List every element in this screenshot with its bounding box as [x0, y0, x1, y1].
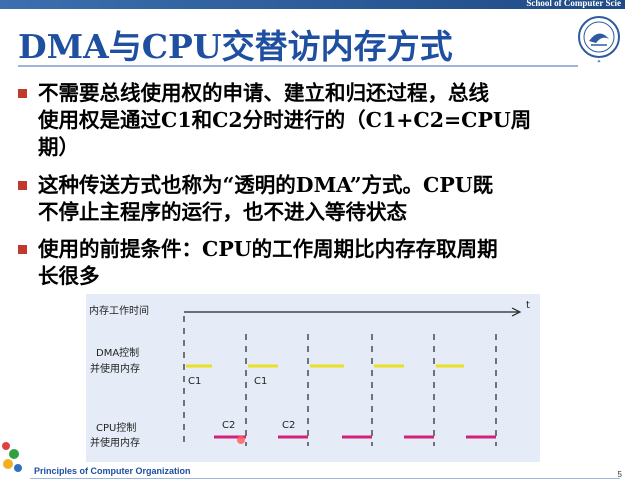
cpu-row-label: 并使用内存: [90, 436, 140, 449]
course-name: Principles of Computer Organization: [34, 466, 191, 476]
title-underline: [18, 65, 578, 67]
bullet-line: 这种传送方式也称为“透明的DMA”方式。CPU既: [38, 173, 494, 197]
bullet-line: 使用权是通过C1和C2分时进行的（C1+C2=CPU周: [38, 108, 532, 132]
dma-row-label: 并使用内存: [90, 362, 140, 375]
page-number: 5: [617, 470, 622, 479]
bullet-square-icon: [18, 245, 27, 254]
university-logo-icon: ✦: [578, 16, 620, 65]
school-name: School of Computer Scie: [526, 0, 621, 8]
bullet-line: 长很多: [38, 264, 100, 288]
c2-label: C2: [282, 420, 295, 431]
bullet-line: 使用的前提条件：CPU的工作周期比内存存取周期: [38, 237, 498, 261]
bullet-line: 期）: [38, 135, 79, 159]
timing-diagram-svg: 内存工作时间 t DMA控制 并使用内存 CPU控制 并使用内存 C1 C1: [89, 300, 530, 449]
footer-rule: [30, 478, 620, 479]
svg-text:✦: ✦: [597, 59, 601, 65]
cursor-pointer-icon: [237, 436, 245, 444]
corner-decoration-icon: [2, 442, 22, 472]
axis-label: 内存工作时间: [89, 304, 149, 317]
timing-diagram: 内存工作时间 t DMA控制 并使用内存 CPU控制 并使用内存 C1 C1: [86, 294, 540, 462]
bullet-line: 不需要总线使用权的申请、建立和归还过程，总线: [38, 81, 489, 105]
slide-title: DMA与CPU交替访内存方式: [18, 27, 453, 66]
dma-row-label: DMA控制: [96, 346, 139, 359]
bullet-square-icon: [18, 181, 27, 190]
bullet-square-icon: [18, 89, 27, 98]
bullet-line: 不停止主程序的运行，也不进入等待状态: [38, 200, 407, 224]
c1-label: C1: [188, 376, 201, 387]
cycle-boundaries: [183, 316, 497, 446]
time-axis-arrow-icon: [511, 307, 522, 317]
c2-label: C2: [222, 420, 235, 431]
axis-end-label: t: [526, 300, 530, 311]
c1-label: C1: [254, 376, 267, 387]
top-bar: [0, 0, 625, 9]
cpu-row-label: CPU控制: [96, 421, 136, 434]
